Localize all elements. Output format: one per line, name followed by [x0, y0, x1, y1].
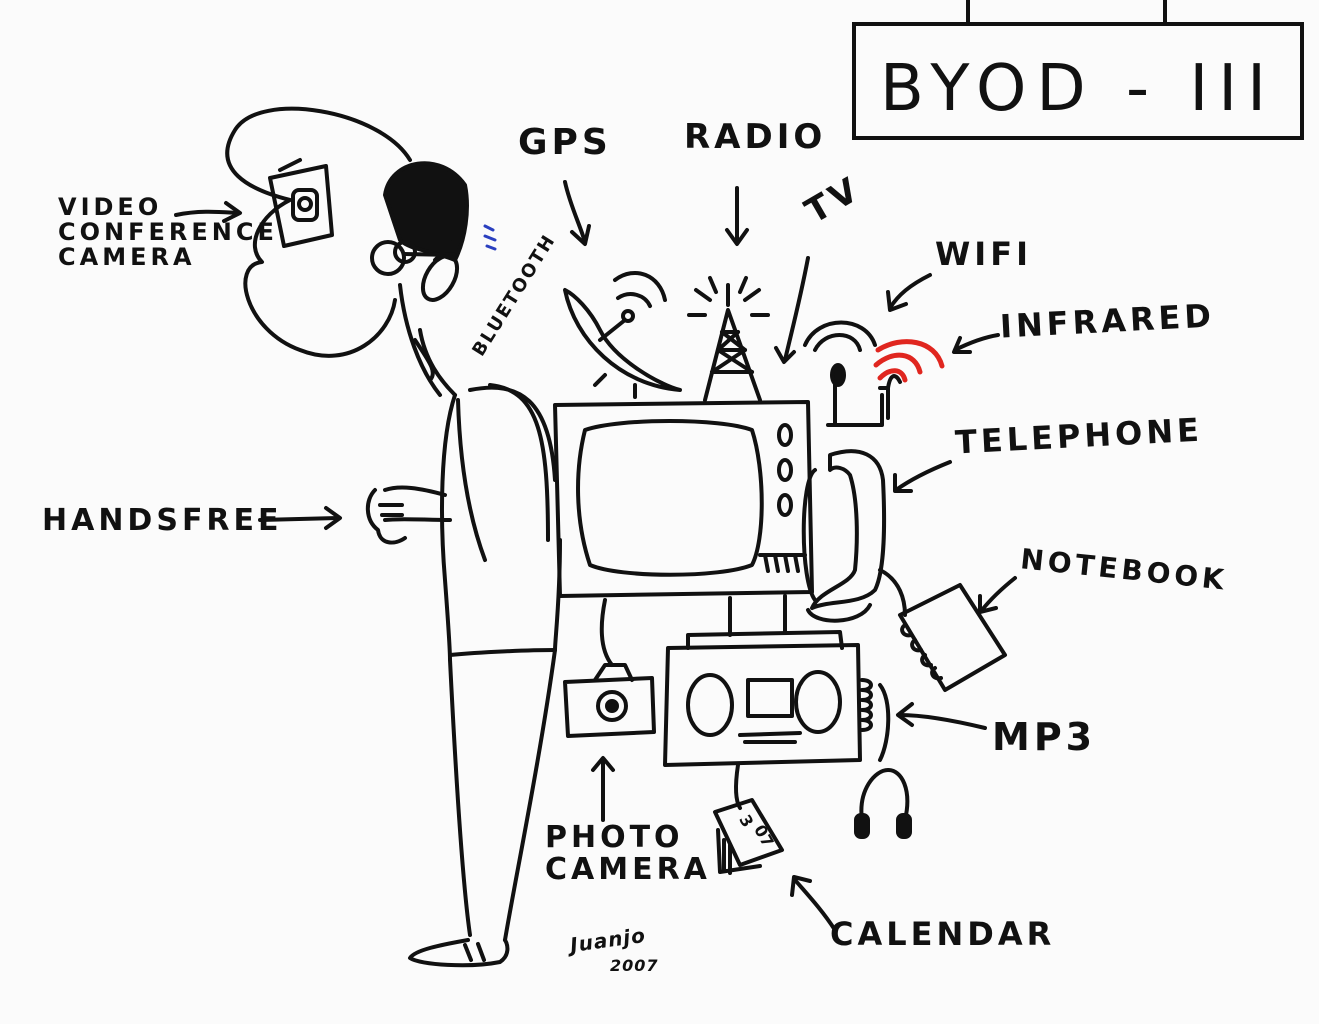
- person-figure: [225, 106, 562, 968]
- photo-camera-label: PHOTO CAMERA: [545, 822, 711, 885]
- wifi-label: WIFI: [935, 235, 1032, 273]
- telephone-icon: [801, 449, 887, 623]
- photo-label-line-2: CAMERA: [545, 851, 711, 887]
- signature-year: 2007: [610, 956, 659, 975]
- handsfree-label: HANDSFREE: [42, 503, 283, 538]
- annotation-arrows: [174, 180, 1017, 932]
- artist-signature: Juanjo 2007: [569, 923, 680, 990]
- video-label-line-3: CAMERA: [58, 243, 196, 272]
- photo-label-line-1: PHOTO: [545, 820, 684, 855]
- notebook-icon: [878, 568, 1007, 692]
- photo-camera-icon: [563, 598, 656, 738]
- mp3-label: MP3: [992, 715, 1097, 759]
- video-conference-camera-icon: [268, 158, 334, 248]
- title-text: BYOD - III: [879, 52, 1277, 126]
- radio-label: RADIO: [684, 117, 827, 157]
- infrared-signal-icon: [873, 339, 945, 383]
- radio-tower-icon: [687, 276, 770, 402]
- wifi-antenna-icon: [803, 320, 902, 427]
- sign-strings: [966, 0, 1167, 24]
- headphones-icon: [854, 768, 912, 839]
- gps-label: GPS: [518, 122, 612, 163]
- tv-box: [553, 400, 814, 598]
- video-label-line-1: VIDEO: [58, 193, 163, 221]
- video-label-line-2: CONFERENCE: [58, 218, 278, 247]
- video-conference-camera-label: VIDEO CONFERENCE CAMERA: [58, 193, 278, 272]
- signature-name: Juanjo: [568, 922, 648, 958]
- calendar-icon: [713, 763, 784, 875]
- boombox-icon: [663, 594, 891, 767]
- calendar-label: CALENDAR: [830, 915, 1056, 953]
- title-sign: BYOD - III: [852, 22, 1304, 140]
- bluetooth-signal-icon: [483, 224, 497, 251]
- gps-dish-icon: [563, 270, 682, 399]
